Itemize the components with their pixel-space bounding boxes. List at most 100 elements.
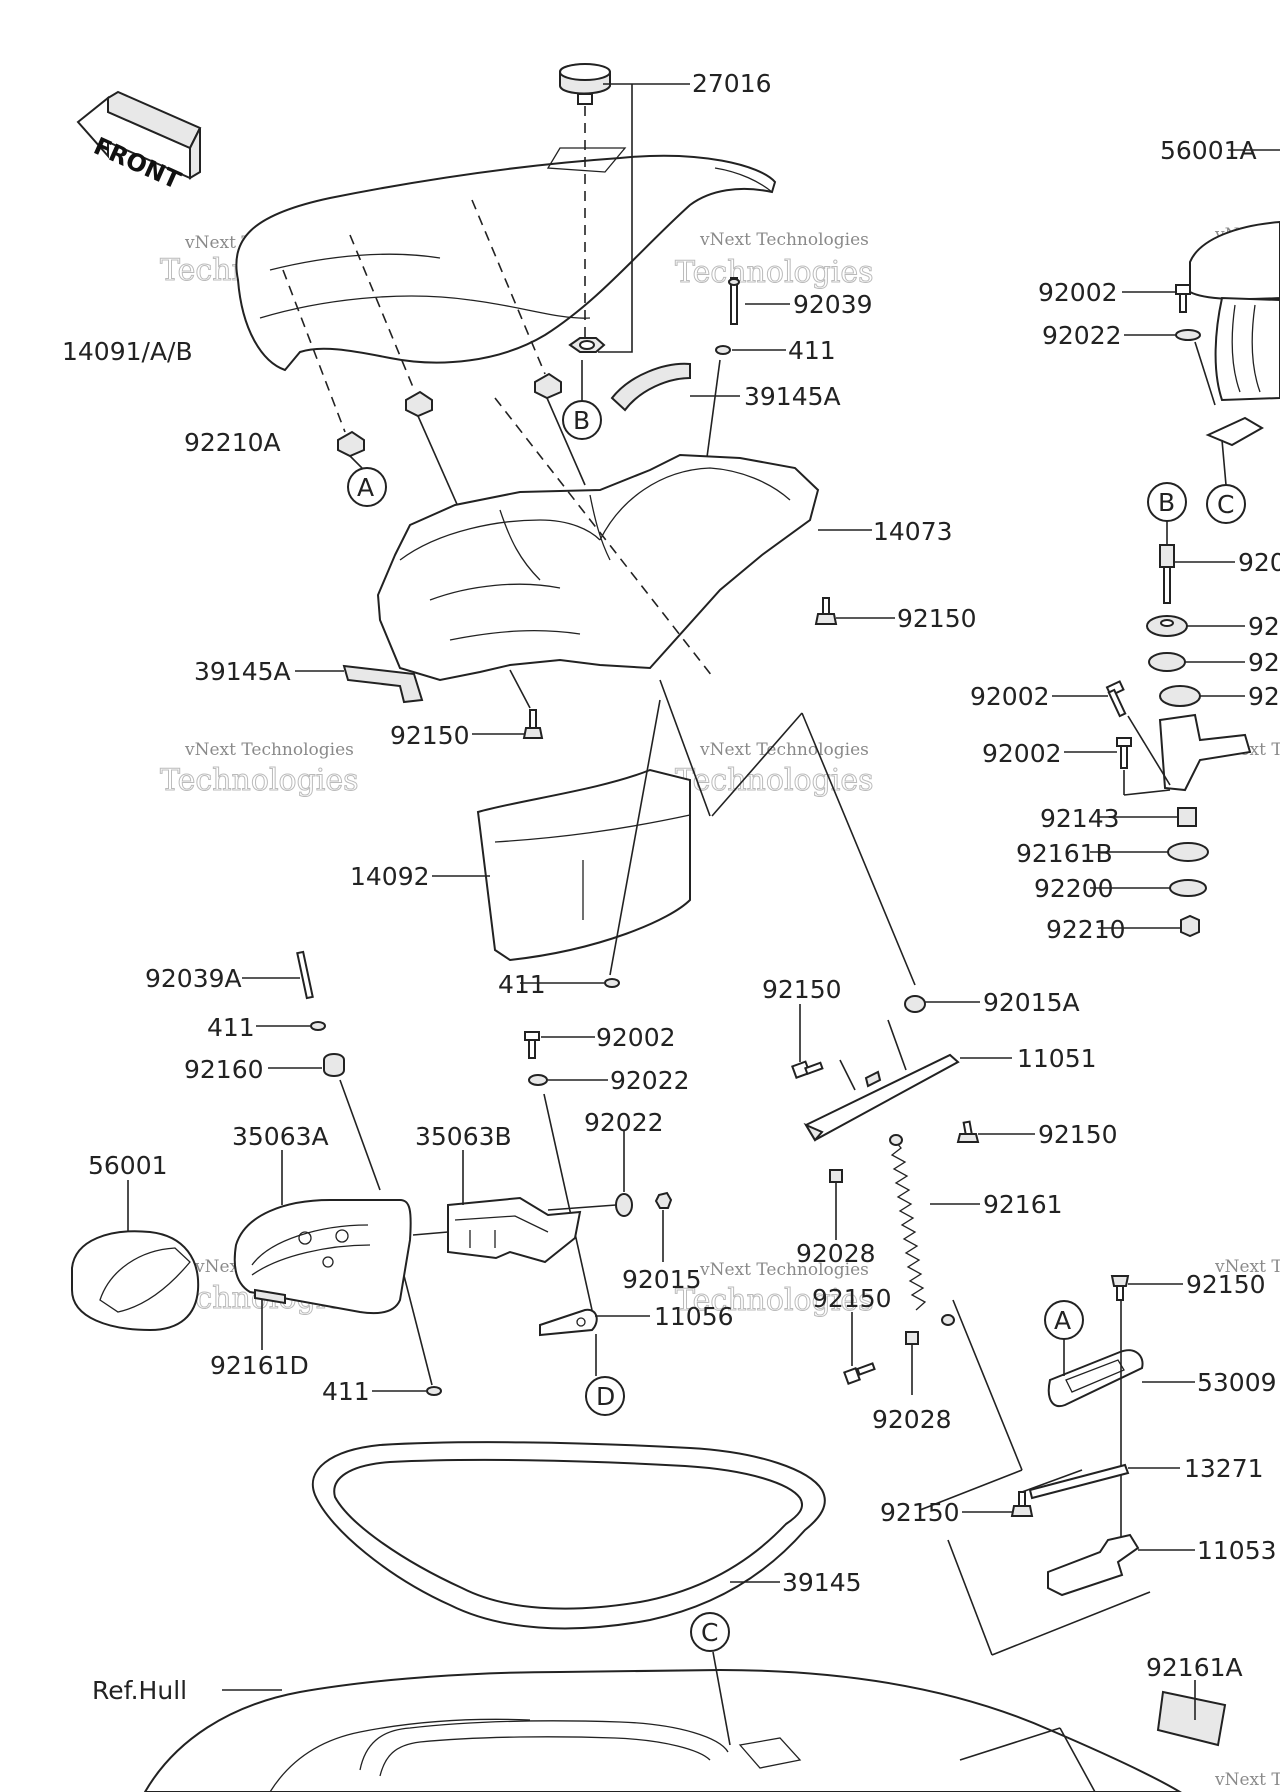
label-92161d: 92161D <box>210 1351 309 1380</box>
washer-part <box>1175 329 1201 341</box>
watermark-text: vNext Technologies <box>1214 1770 1280 1790</box>
bolt-part <box>1105 680 1127 718</box>
washer-part <box>1148 652 1186 672</box>
panel-part <box>476 768 691 962</box>
label-920: 920 <box>1238 548 1280 577</box>
nut-part <box>568 337 606 353</box>
label-92015a: 92015A <box>983 988 1080 1017</box>
watermark-text: vNext Technologies <box>184 740 354 760</box>
label-13271: 13271 <box>1184 1454 1264 1483</box>
pin-part <box>715 277 740 355</box>
label-92015: 92015 <box>622 1265 702 1294</box>
label-35063b: 35063B <box>415 1122 512 1151</box>
bolt-part <box>524 1031 548 1086</box>
seat-part <box>235 147 777 372</box>
bolt-part <box>843 1362 876 1385</box>
callout-a-right: A <box>1044 1300 1084 1340</box>
washer-part <box>604 978 620 988</box>
watermark-text: vNext Technologies <box>699 1260 869 1280</box>
leader-line <box>711 712 803 817</box>
cap-part <box>559 63 611 105</box>
label-56001: 56001 <box>88 1151 168 1180</box>
label-35063a: 35063A <box>232 1122 329 1151</box>
pad-part <box>254 1288 286 1305</box>
watermark-outline: Technologies <box>160 763 359 798</box>
leader-line <box>598 84 633 353</box>
leader-line <box>1127 715 1171 786</box>
label-56001a: 56001A <box>1160 136 1257 165</box>
washer-part <box>426 1386 442 1396</box>
nut-part <box>1180 914 1200 938</box>
hull-part <box>143 1668 1182 1792</box>
bolt-part <box>1110 1275 1130 1301</box>
label-11051: 11051 <box>1017 1044 1097 1073</box>
tray-part <box>376 453 820 682</box>
collar-part <box>905 1331 919 1345</box>
label-92: 92 <box>1248 612 1280 641</box>
label-92028: 92028 <box>796 1239 876 1268</box>
label-92150: 92150 <box>390 721 470 750</box>
label-92022: 92022 <box>1042 321 1122 350</box>
leader-line <box>1021 1469 1083 1493</box>
washer-part <box>1169 879 1207 897</box>
bracket-part <box>447 1196 582 1264</box>
bolt-part <box>522 709 544 739</box>
label-ref-hull: Ref.Hull <box>92 1676 187 1705</box>
callout-a-top: A <box>347 467 387 507</box>
seal-part <box>342 664 424 704</box>
label-92210: 92210 <box>1046 915 1126 944</box>
watermark-text: vNext Technologies <box>699 230 869 250</box>
plate-part <box>539 1308 598 1337</box>
label-92150: 92150 <box>812 1284 892 1313</box>
leader-line <box>546 397 586 486</box>
svg-text:A: A <box>1054 1306 1071 1335</box>
label-92002: 92002 <box>970 682 1050 711</box>
label-92210a: 92210A <box>184 428 281 457</box>
leader-line <box>509 669 531 709</box>
label-92: 92 <box>1248 682 1280 711</box>
callout-c-bottom: C <box>690 1612 730 1652</box>
leader-line <box>947 1539 993 1656</box>
svg-text:C: C <box>1217 490 1234 519</box>
label-411: 411 <box>207 1013 255 1042</box>
washer-hole <box>1160 619 1174 627</box>
watermark-outline: Technologies <box>675 255 874 290</box>
label-14073: 14073 <box>873 517 953 546</box>
label-92039: 92039 <box>793 290 873 319</box>
leader-line <box>659 679 711 817</box>
leader-line <box>887 1019 907 1071</box>
svg-text:C: C <box>701 1618 718 1647</box>
label-92002: 92002 <box>982 739 1062 768</box>
label-11056: 11056 <box>654 1302 734 1331</box>
label-92150: 92150 <box>897 604 977 633</box>
label-411: 411 <box>788 336 836 365</box>
leader-line <box>1123 789 1171 796</box>
label-14092: 14092 <box>350 862 430 891</box>
clip-part <box>337 372 562 458</box>
leader-line <box>1194 341 1216 406</box>
mount-bracket-part <box>1158 713 1252 792</box>
label-92039a: 92039A <box>145 964 242 993</box>
leader-line <box>952 1299 1023 1471</box>
label-92002: 92002 <box>596 1023 676 1052</box>
bolt-part <box>814 597 838 625</box>
seal-part <box>610 362 691 412</box>
pin-part <box>296 950 345 1077</box>
leader-line <box>991 1591 1151 1656</box>
label-92150: 92150 <box>1038 1120 1118 1149</box>
leader-line <box>609 699 661 976</box>
label-92161b: 92161B <box>1016 839 1113 868</box>
label-92150: 92150 <box>762 975 842 1004</box>
label-11053: 11053 <box>1197 1536 1277 1565</box>
svg-text:B: B <box>573 406 590 435</box>
hinge-bracket-part <box>803 995 960 1142</box>
strap-part <box>1028 1463 1130 1500</box>
watermark-outline: Technologies <box>675 763 874 798</box>
bolt-part <box>791 1060 824 1079</box>
washer-part <box>1167 842 1209 862</box>
leader-line <box>471 199 546 375</box>
washer-part <box>615 1193 633 1217</box>
leader-line <box>349 455 363 469</box>
leader-line <box>839 1059 856 1091</box>
